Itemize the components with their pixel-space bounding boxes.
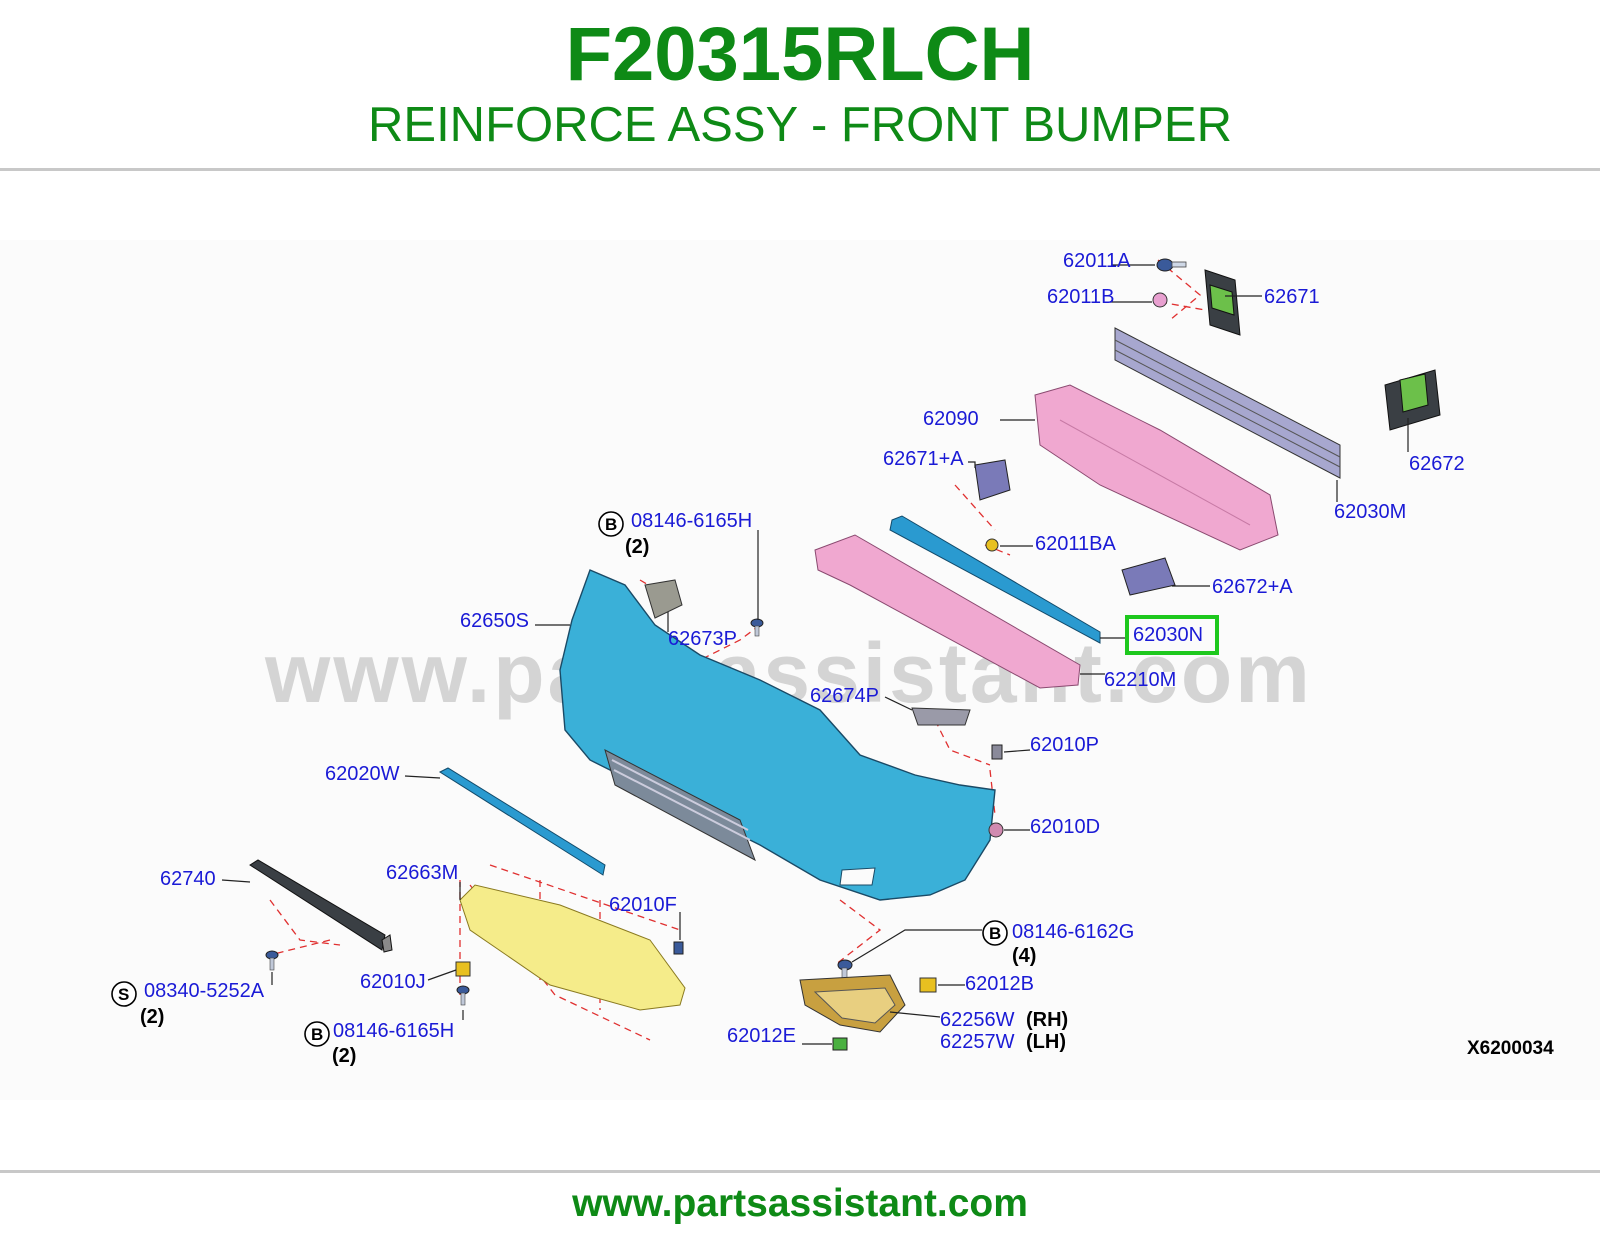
- bolt-08146-6165H-top-icon: [750, 618, 764, 637]
- label-62674P[interactable]: 62674P: [810, 685, 879, 707]
- bracket-62672-icon: [1384, 369, 1441, 431]
- footer-divider: [0, 1170, 1600, 1173]
- nut-62011B-icon: [1152, 292, 1168, 308]
- clip-62010D-icon: [988, 822, 1004, 838]
- label-62030M[interactable]: 62030M: [1334, 501, 1406, 523]
- screw-08340-5252A-icon: [265, 950, 279, 971]
- label-62671A[interactable]: 62671+A: [883, 448, 964, 470]
- label-62011B[interactable]: 62011B: [1047, 286, 1114, 308]
- label-62020W[interactable]: 62020W: [325, 763, 400, 785]
- assembly-guide-lines: [269, 259, 1206, 1041]
- label-62257W[interactable]: 62257W: [940, 1031, 1015, 1053]
- qty-08340-5252A: (2): [140, 1006, 164, 1028]
- absorber-62090-icon: [1034, 384, 1279, 551]
- clip-62010P-icon: [991, 744, 1003, 760]
- label-62210M[interactable]: 62210M: [1104, 669, 1176, 691]
- label-62671[interactable]: 62671: [1264, 286, 1320, 308]
- label-62672A[interactable]: 62672+A: [1212, 576, 1293, 598]
- leader-lines: [221, 264, 1409, 1045]
- clip-62012E-icon: [832, 1037, 848, 1051]
- bolt-62011A-icon: [1156, 258, 1187, 272]
- diagram-reference-code: X6200034: [1467, 1038, 1554, 1059]
- bolt-08146-6165H-bottom-icon: [456, 985, 470, 1006]
- side-62257W: (LH): [1026, 1031, 1066, 1053]
- part-title: REINFORCE ASSY - FRONT BUMPER: [368, 98, 1232, 152]
- clip-62010J-icon: [455, 961, 471, 977]
- screw-badge: S: [111, 981, 137, 1007]
- bracket-62673P-icon: [644, 579, 683, 619]
- header: F20315RLCH REINFORCE ASSY - FRONT BUMPER: [0, 0, 1600, 168]
- label-62673P[interactable]: 62673P: [668, 628, 737, 650]
- parts-diagram-svg: www.partsassistant.com: [111, 250, 1554, 1067]
- screw-badge-letter: S: [118, 985, 129, 1004]
- parts-diagram: www.partsassistant.com: [0, 240, 1600, 1100]
- header-divider: [0, 168, 1600, 171]
- label-62012B[interactable]: 62012B: [965, 973, 1034, 995]
- bracket-62672A-icon: [1121, 557, 1176, 596]
- bolt-badge-6162G-letter: B: [989, 924, 1001, 943]
- label-62663M[interactable]: 62663M: [386, 862, 458, 884]
- bolt-badge-top: B: [598, 511, 624, 537]
- qty-08146-6165H-top: (2): [625, 536, 649, 558]
- bolt-badge-6162G: B: [982, 920, 1008, 946]
- label-08146-6165H-top[interactable]: 08146-6165H: [631, 510, 752, 532]
- strip-62020W-icon: [438, 767, 606, 876]
- highlight-box-62030N: [1125, 615, 1219, 655]
- qty-08146-6162G: (4): [1012, 945, 1036, 967]
- label-62010F[interactable]: 62010F: [609, 894, 677, 916]
- label-62090[interactable]: 62090: [923, 408, 979, 430]
- label-62650S[interactable]: 62650S: [460, 610, 529, 632]
- label-62672[interactable]: 62672: [1409, 453, 1465, 475]
- clip-62012B-icon: [919, 977, 937, 993]
- bolt-badge-top-letter: B: [605, 515, 617, 534]
- label-62010J[interactable]: 62010J: [360, 971, 426, 993]
- bracket-62671A-icon: [974, 459, 1011, 501]
- absorber-62210M-icon: [814, 534, 1081, 689]
- bumper-fascia-62650S-icon: [559, 569, 996, 901]
- undercover-62663M-icon: [459, 884, 686, 1011]
- label-08146-6165H-bottom[interactable]: 08146-6165H: [333, 1020, 454, 1042]
- label-62010P[interactable]: 62010P: [1030, 734, 1099, 756]
- bracket-62671-icon: [1204, 269, 1241, 336]
- label-62012E[interactable]: 62012E: [727, 1025, 796, 1047]
- label-62256W[interactable]: 62256W: [940, 1009, 1015, 1031]
- label-08340-5252A[interactable]: 08340-5252A: [144, 980, 265, 1002]
- plate-62740-icon: [249, 859, 393, 953]
- bracket-62256W-62257W-icon: [799, 974, 906, 1033]
- reinforcement-beam-62030M-icon: [1114, 327, 1341, 479]
- clip-62011BA-icon: [985, 538, 999, 552]
- label-62011A[interactable]: 62011A: [1063, 250, 1131, 272]
- bolt-08146-6162G-icon: [837, 959, 853, 979]
- bracket-62674P-icon: [911, 707, 971, 726]
- qty-08146-6165H-bottom: (2): [332, 1045, 356, 1067]
- bolt-badge-bottom-letter: B: [311, 1025, 323, 1044]
- bolt-badge-bottom: B: [304, 1021, 330, 1047]
- footer-url[interactable]: www.partsassistant.com: [572, 1182, 1028, 1225]
- label-62011BA[interactable]: 62011BA: [1035, 533, 1116, 555]
- clip-62010F-icon: [673, 941, 684, 955]
- part-number: F20315RLCH: [565, 12, 1035, 97]
- label-62030N[interactable]: 62030N: [1133, 624, 1203, 646]
- label-62740[interactable]: 62740: [160, 868, 216, 890]
- side-62256W: (RH): [1026, 1009, 1068, 1031]
- label-62010D[interactable]: 62010D: [1030, 816, 1100, 838]
- label-08146-6162G[interactable]: 08146-6162G: [1012, 921, 1134, 943]
